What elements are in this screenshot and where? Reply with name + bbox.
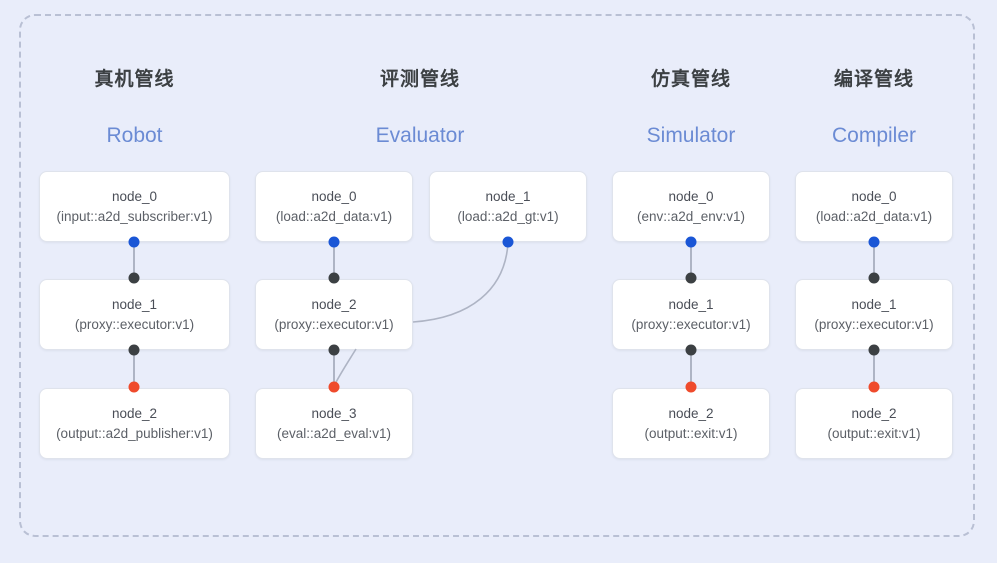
node-name: node_1 [485,188,531,204]
node-card-evaluator-node-0[interactable]: node_0 (load::a2d_data:v1) [255,171,413,242]
node-card-compiler-node-1[interactable]: node_1 (proxy::executor:v1) [795,279,953,350]
node-name: node_2 [111,405,158,421]
port-output-robot-node-0[interactable] [128,236,140,248]
node-card-evaluator-node-3[interactable]: node_3 (eval::a2d_eval:v1) [255,388,413,459]
port-output-evaluator-node-1[interactable] [502,236,514,248]
port-input-evaluator-node-2[interactable] [328,272,340,284]
node-name: node_2 [851,405,897,421]
port-input-robot-node-2[interactable] [128,381,140,393]
node-card-simulator-node-1[interactable]: node_1 (proxy::executor:v1) [612,279,770,350]
node-type: (proxy::executor:v1) [74,316,195,332]
port-output-compiler-node-1[interactable] [868,344,880,356]
port-output-simulator-node-1[interactable] [685,344,697,356]
column-title-en-robot: Robot [106,124,163,147]
column-title-en-compiler: Compiler [831,124,917,147]
node-type: (load::a2d_data:v1) [275,208,393,224]
node-name: node_0 [851,188,897,204]
port-input-simulator-node-1[interactable] [685,272,697,284]
column-title-cn-simulator: 仿真管线 [650,69,731,90]
node-name: node_0 [668,188,714,204]
node-type: (input::a2d_subscriber:v1) [56,208,213,224]
node-card-robot-node-0[interactable]: node_0 (input::a2d_subscriber:v1) [39,171,230,242]
node-type: (output::exit:v1) [644,425,738,441]
node-card-robot-node-1[interactable]: node_1 (proxy::executor:v1) [39,279,230,350]
column-title-en-simulator: Simulator [646,124,736,147]
node-name: node_0 [311,188,357,204]
node-card-compiler-node-2[interactable]: node_2 (output::exit:v1) [795,388,953,459]
edge-robot-0-1 [133,242,135,278]
port-input-evaluator-node-3[interactable] [328,381,340,393]
column-title-cn-compiler: 编译管线 [833,69,914,90]
port-input-simulator-node-2[interactable] [685,381,697,393]
edge-simulator-0-1 [690,242,692,278]
node-type: (proxy::executor:v1) [274,316,394,332]
edge-compiler-1-2 [873,350,875,387]
column-title-cn-evaluator: 评测管线 [379,69,460,90]
node-type: (output::a2d_publisher:v1) [56,425,213,441]
node-card-compiler-node-0[interactable]: node_0 (load::a2d_data:v1) [795,171,953,242]
node-name: node_1 [668,296,714,312]
node-type: (proxy::executor:v1) [814,316,934,332]
port-output-evaluator-node-2[interactable] [328,344,340,356]
node-name: node_2 [311,296,357,312]
node-type: (load::a2d_gt:v1) [457,208,559,224]
node-type: (output::exit:v1) [827,425,921,441]
node-type: (proxy::executor:v1) [631,316,751,332]
node-type: (load::a2d_data:v1) [815,208,933,224]
edge-compiler-0-1 [873,242,875,278]
port-output-compiler-node-0[interactable] [868,236,880,248]
node-card-simulator-node-0[interactable]: node_0 (env::a2d_env:v1) [612,171,770,242]
node-name: node_1 [851,296,897,312]
node-name: node_0 [111,188,158,204]
node-card-simulator-node-2[interactable]: node_2 (output::exit:v1) [612,388,770,459]
node-type: (eval::a2d_eval:v1) [276,425,392,441]
port-input-compiler-node-2[interactable] [868,381,880,393]
node-card-evaluator-node-1[interactable]: node_1 (load::a2d_gt:v1) [429,171,587,242]
edge-simulator-1-2 [690,350,692,387]
diagram-dashed-frame [19,14,975,537]
node-name: node_2 [668,405,714,421]
node-name: node_1 [111,296,158,312]
port-input-robot-node-1[interactable] [128,272,140,284]
port-input-compiler-node-1[interactable] [868,272,880,284]
port-output-robot-node-1[interactable] [128,344,140,356]
node-type: (env::a2d_env:v1) [636,208,746,224]
node-card-robot-node-2[interactable]: node_2 (output::a2d_publisher:v1) [39,388,230,459]
edge-evaluator-0-2 [333,242,335,278]
port-output-simulator-node-0[interactable] [685,236,697,248]
column-title-cn-robot: 真机管线 [94,69,175,90]
column-title-en-evaluator: Evaluator [375,124,465,147]
edge-robot-1-2 [133,350,135,387]
node-name: node_3 [311,405,357,421]
port-output-evaluator-node-0[interactable] [328,236,340,248]
node-card-evaluator-node-2[interactable]: node_2 (proxy::executor:v1) [255,279,413,350]
